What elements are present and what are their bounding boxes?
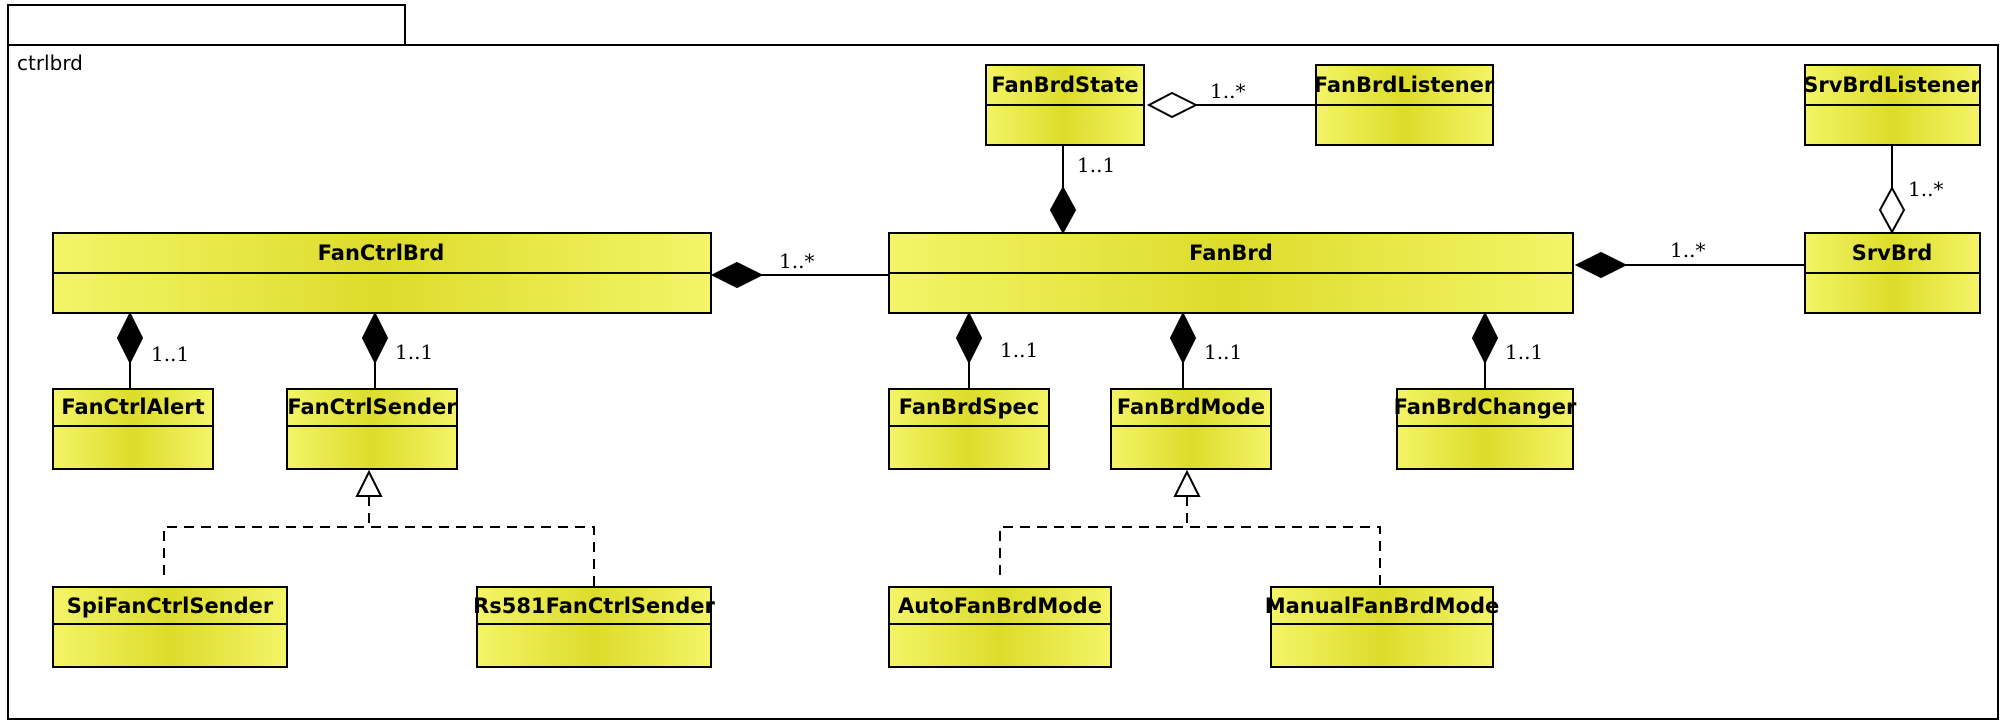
mult-fanbrd-spec: 1..1	[1000, 338, 1038, 362]
class-fan-brd-listener[interactable]: FanBrdListener	[1314, 64, 1495, 146]
class-spi-fan-ctrl-sender[interactable]: SpiFanCtrlSender	[52, 586, 288, 668]
mult-ctrl-sender: 1..1	[395, 340, 433, 364]
mult-fanbrd-srv: 1..*	[1670, 238, 1705, 262]
class-name: FanBrdSpec	[899, 395, 1039, 419]
class-auto-fan-brd-mode[interactable]: AutoFanBrdMode	[888, 586, 1112, 668]
mult-ctrl-alert: 1..1	[151, 342, 189, 366]
class-name: FanCtrlAlert	[61, 395, 204, 419]
class-name: FanBrdChanger	[1394, 395, 1577, 419]
mult-state-listener: 1..*	[1210, 79, 1245, 103]
class-fan-brd-spec[interactable]: FanBrdSpec	[888, 388, 1050, 470]
mult-fanbrd-state: 1..1	[1077, 153, 1115, 177]
mult-srv-listener: 1..*	[1908, 177, 1943, 201]
mult-ctrl-fanbrd: 1..*	[779, 249, 814, 273]
mult-fanbrd-changer: 1..1	[1505, 340, 1543, 364]
class-name: SpiFanCtrlSender	[67, 594, 274, 618]
class-fan-ctrl-alert[interactable]: FanCtrlAlert	[52, 388, 214, 470]
class-fan-brd-mode[interactable]: FanBrdMode	[1110, 388, 1272, 470]
relations	[129, 104, 1893, 389]
composition-diamond-fanbrd-mode	[1169, 311, 1197, 365]
class-fan-brd[interactable]: FanBrd	[888, 232, 1574, 314]
class-name: FanCtrlSender	[287, 395, 457, 419]
class-fan-brd-state[interactable]: FanBrdState	[985, 64, 1145, 146]
package-tab	[7, 4, 406, 46]
class-rs581-fan-ctrl-sender[interactable]: Rs581FanCtrlSender	[473, 586, 715, 668]
composition-diamond-ctrl-right	[710, 261, 764, 289]
class-name: Rs581FanCtrlSender	[473, 594, 715, 618]
class-fan-ctrl-sender[interactable]: FanCtrlSender	[286, 388, 458, 470]
class-name: FanBrdListener	[1314, 73, 1495, 97]
class-srv-brd-listener[interactable]: SrvBrdListener	[1803, 64, 1981, 146]
composition-diamond-fanbrd-spec	[955, 311, 983, 365]
composition-diamond-ctrl-sender	[361, 311, 389, 365]
mult-fanbrd-mode: 1..1	[1204, 340, 1242, 364]
class-manual-fan-brd-mode[interactable]: ManualFanBrdMode	[1265, 586, 1500, 668]
realizations	[163, 496, 1381, 587]
class-name: FanBrdMode	[1117, 395, 1265, 419]
class-name: ManualFanBrdMode	[1265, 594, 1500, 618]
class-name: AutoFanBrdMode	[898, 594, 1102, 618]
class-name: SrvBrdListener	[1803, 73, 1981, 97]
class-srv-brd[interactable]: SrvBrd	[1804, 232, 1981, 314]
realization-arrowhead-sender	[355, 469, 383, 497]
class-name: SrvBrd	[1852, 241, 1933, 265]
aggregation-diamond-state	[1146, 91, 1199, 119]
class-name: FanBrd	[1189, 241, 1273, 265]
package-name: ctrlbrd	[17, 51, 83, 75]
realization-mode-branch	[999, 526, 1381, 587]
class-name: FanCtrlBrd	[318, 241, 445, 265]
class-fan-brd-changer[interactable]: FanBrdChanger	[1394, 388, 1577, 470]
composition-diamond-fanbrd-right	[1574, 251, 1628, 279]
realization-sender-branch	[163, 526, 595, 587]
realization-arrowhead-mode	[1173, 469, 1201, 497]
class-fan-ctrl-brd[interactable]: FanCtrlBrd	[52, 232, 712, 314]
composition-diamond-ctrl-alert	[116, 311, 144, 365]
composition-diamond-fanbrd-changer	[1471, 311, 1499, 365]
class-name: FanBrdState	[991, 73, 1138, 97]
